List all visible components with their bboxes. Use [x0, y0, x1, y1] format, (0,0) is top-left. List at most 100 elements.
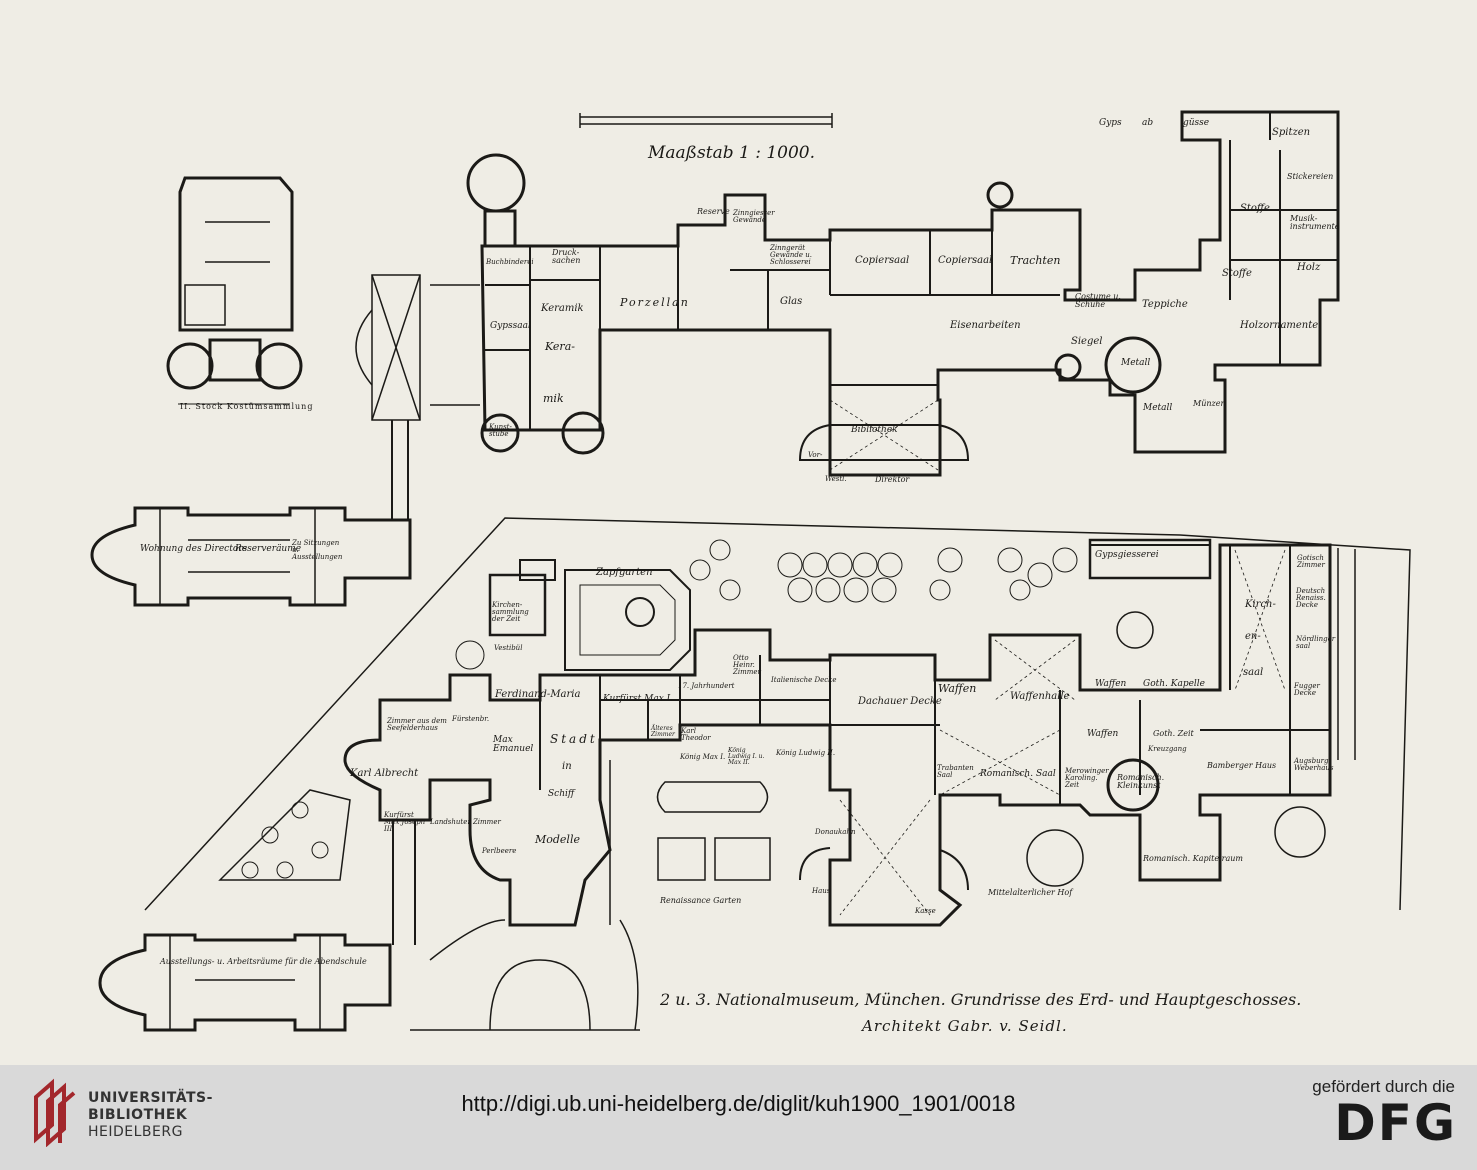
room-label: Glas [780, 296, 803, 307]
room-label: Modelle [535, 833, 580, 846]
room-label: Haus [812, 887, 831, 895]
room-label: Spitzen [1272, 127, 1311, 138]
scale-bar [579, 113, 833, 128]
room-label: Metall [1121, 358, 1151, 368]
inset-label: II. Stock Kostümsammlung [180, 402, 314, 411]
room-label: Musik-instrumente [1290, 214, 1340, 231]
room-label: Zinngiesser Gewände [733, 209, 775, 224]
architect-credit: Architekt Gabr. v. Seidl. [862, 1017, 1068, 1035]
room-label: Italienische Decke [771, 676, 837, 684]
room-label: Copiersaal [938, 255, 993, 266]
room-label: ab [1142, 118, 1154, 128]
room-label: Zimmer aus dem Seefelderhaus [387, 717, 447, 732]
institution-line1: UNIVERSITÄTS- [88, 1090, 213, 1106]
room-label: Ausstellungs- u. Arbeitsräume für die Ab… [160, 957, 367, 966]
room-label: Schiff [548, 789, 575, 799]
room-label: Dachauer Decke [858, 696, 942, 707]
room-label: Holz [1297, 262, 1321, 273]
room-label: König Ludwig II. [776, 749, 836, 757]
upper-wing [466, 110, 1340, 477]
room-label: Teppiche [1142, 299, 1188, 310]
site-boundary [144, 517, 1411, 911]
room-label: Kirchen-sammlung der Zeit [492, 601, 529, 623]
roof-pavilion [355, 274, 480, 421]
room-label: Landshuter Zimmer [430, 818, 501, 826]
room-label: Porzellan [620, 296, 690, 309]
room-label: saal [1243, 667, 1264, 678]
room-label: in [562, 761, 572, 772]
room-label: Donaukahn [815, 828, 856, 836]
room-label: Kasse [915, 907, 936, 915]
room-label: Zu Sitzungen u. Ausstellungen [292, 539, 343, 561]
dfg-logo: DFG [1334, 1094, 1457, 1152]
room-label: Karl Theodor [681, 727, 711, 742]
scale-label: Maaßstab 1 : 1000. [648, 143, 816, 163]
room-label: Renaissance Garten [660, 896, 742, 905]
institution-line3: HEIDELBERG [88, 1124, 183, 1140]
director-wing [90, 506, 412, 607]
room-label: Deutsch Renaiss. Decke [1296, 587, 1326, 609]
ground-floor-building [343, 538, 1332, 927]
room-label: Mittelalterlicher Hof [988, 888, 1073, 897]
room-label: Metall [1143, 403, 1173, 413]
room-label: Karl Albrecht [350, 768, 419, 779]
room-label: Holzornamente [1240, 320, 1319, 331]
room-label: Druck-sachen [552, 248, 581, 265]
room-label: Bamberger Haus [1207, 761, 1277, 770]
room-label: Eisenarbeiten [950, 320, 1021, 331]
inset-upper-floor [166, 176, 303, 405]
room-label: Wohnung des Directors [140, 544, 248, 554]
room-label: Waffen [1095, 679, 1127, 689]
room-label: Waffen [1087, 729, 1119, 739]
room-label: Kunst-stube [489, 423, 512, 438]
room-label: Vestibül [494, 644, 523, 652]
room-label: Direktor [875, 475, 910, 484]
funding-note: gefördert durch die [1312, 1077, 1455, 1096]
room-label: Zapfgarten [596, 567, 653, 578]
room-label: Kirch- [1245, 599, 1276, 610]
room-label: Reserveräume [235, 544, 302, 554]
room-label: Fugger Decke [1294, 682, 1320, 697]
room-label: Kreuzgang [1148, 745, 1187, 753]
room-label: Gotisch Zimmer [1297, 554, 1325, 569]
room-label: Fürstenbr. [452, 715, 490, 723]
room-label: Älteres Zimmer [651, 725, 675, 738]
floor-plan-drawing [90, 110, 1411, 1032]
room-label: Stoffe [1222, 268, 1252, 279]
zapfgarten [564, 569, 691, 671]
room-label: Copiersaal [855, 255, 910, 266]
south-wing [98, 933, 392, 1032]
room-label: Romanisch. Kleinkunst [1117, 773, 1165, 790]
plate: Maaßstab 1 : 1000. II. Stock Kostümsamml… [90, 110, 1411, 1035]
trees [241, 539, 1078, 879]
room-label: Kera- [545, 340, 575, 353]
room-label: Zinngerät Gewände u. Schlosserei [770, 244, 812, 266]
south-connector [392, 820, 416, 945]
room-label: Waffen [938, 682, 977, 695]
room-label: Max Emanuel [493, 735, 534, 754]
room-label: Nördlinger saal [1296, 635, 1336, 650]
room-label: Trachten [1010, 254, 1061, 267]
room-label: Bibliothek [851, 425, 898, 435]
room-label: Romanisch. Saal [980, 769, 1056, 779]
room-label: Goth. Kapelle [1143, 679, 1206, 689]
room-label: Otto Heinr. Zimmer [733, 654, 761, 676]
source-url-link[interactable]: http://digi.ub.uni-heidelberg.de/diglit/… [461, 1091, 1016, 1116]
room-label: Keramik [541, 303, 584, 314]
footer-bar [0, 1065, 1477, 1170]
room-label: Merowinger Karoling. Zeit [1065, 767, 1109, 789]
room-label: Stadt [550, 732, 598, 746]
room-label: Vor- [808, 451, 823, 459]
renaissance-garden [609, 760, 771, 925]
room-label: Perlbeere [482, 847, 517, 855]
room-label: Kurfürst Max Joseph III. [384, 811, 426, 833]
room-label: Ferdinand-Maria [495, 689, 581, 700]
room-label: güsse [1183, 118, 1210, 128]
room-label: Trabanten Saal [937, 764, 974, 779]
room-label: Reserve [697, 207, 730, 216]
room-label: Costume u. Schuhe [1075, 292, 1121, 309]
medieval-court [1026, 611, 1326, 887]
room-label: Gypsgiesserei [1095, 550, 1159, 560]
institution-line2: BIBLIOTHEK [88, 1107, 188, 1123]
room-label: 17. Jahrhundert [678, 682, 735, 690]
